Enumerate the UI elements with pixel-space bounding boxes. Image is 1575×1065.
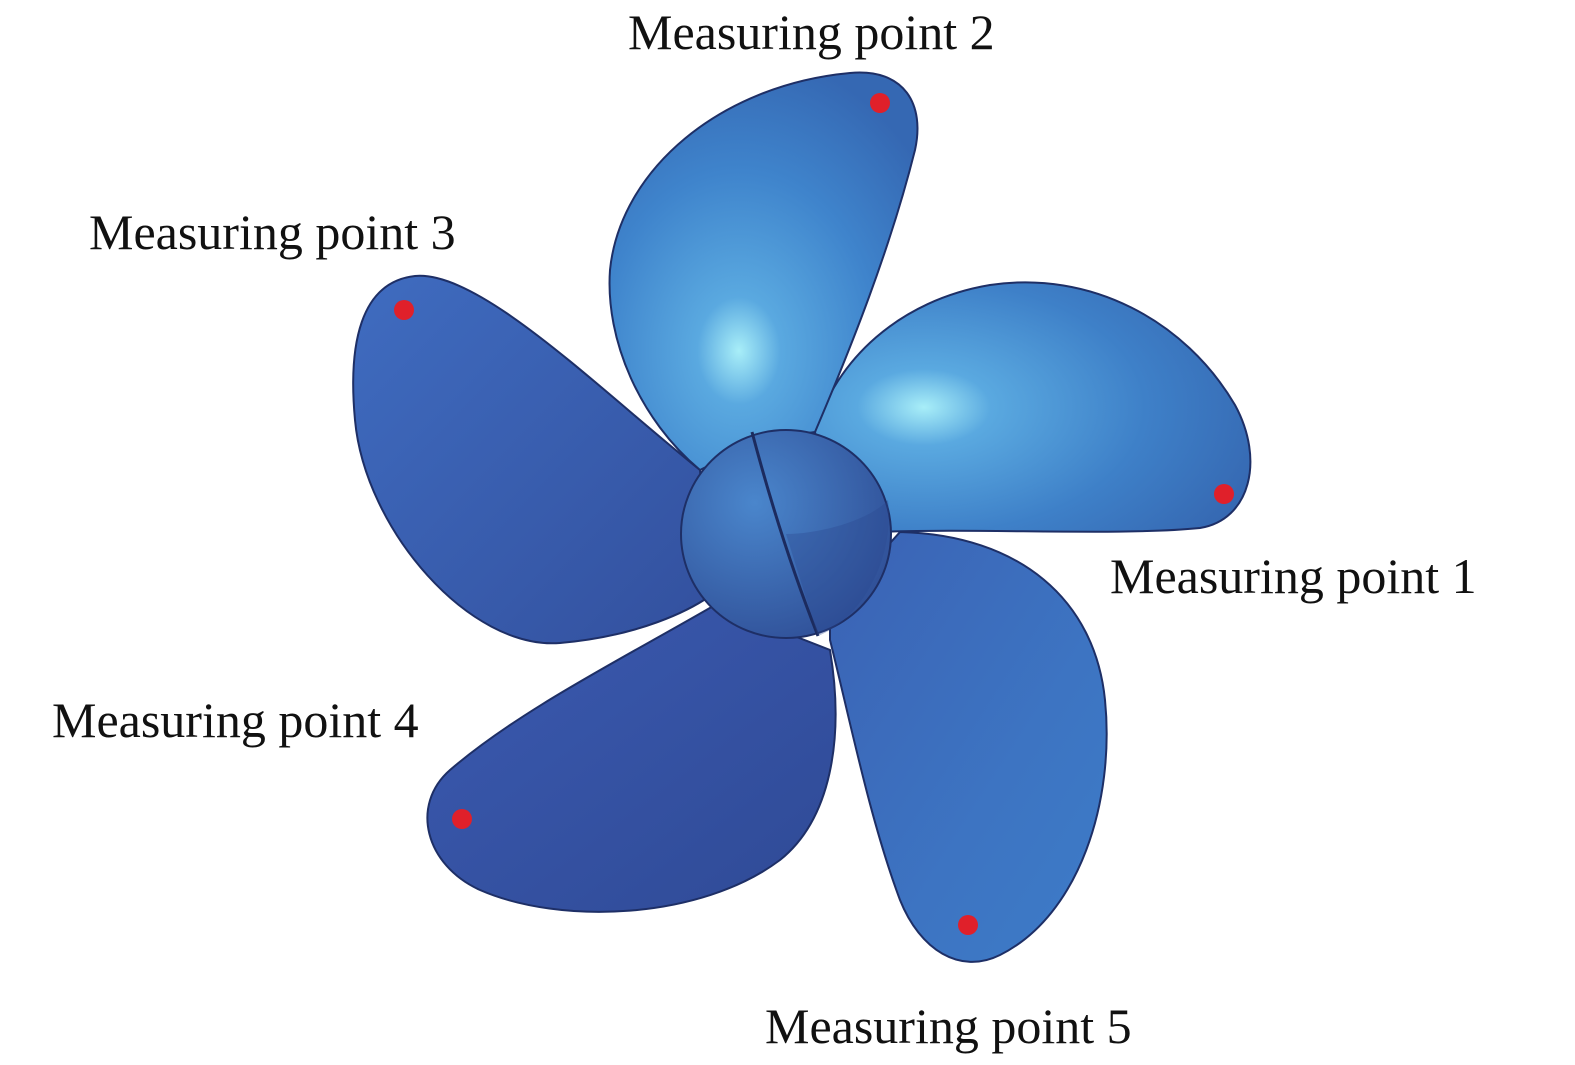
marker-point-5 <box>958 915 978 935</box>
label-measuring-point-3: Measuring point 3 <box>89 204 456 260</box>
label-measuring-point-5: Measuring point 5 <box>765 998 1132 1054</box>
marker-point-2 <box>870 93 890 113</box>
blade-1 <box>813 281 1252 534</box>
marker-point-3 <box>394 300 414 320</box>
marker-point-1 <box>1214 484 1234 504</box>
label-measuring-point-2: Measuring point 2 <box>628 4 995 60</box>
blade-4 <box>426 603 837 913</box>
blade-3 <box>352 274 712 645</box>
hub <box>680 429 892 639</box>
label-measuring-point-4: Measuring point 4 <box>52 692 419 748</box>
marker-point-4 <box>452 809 472 829</box>
blade-2 <box>608 71 919 472</box>
blade-5 <box>829 530 1108 963</box>
label-measuring-point-1: Measuring point 1 <box>1110 548 1477 604</box>
